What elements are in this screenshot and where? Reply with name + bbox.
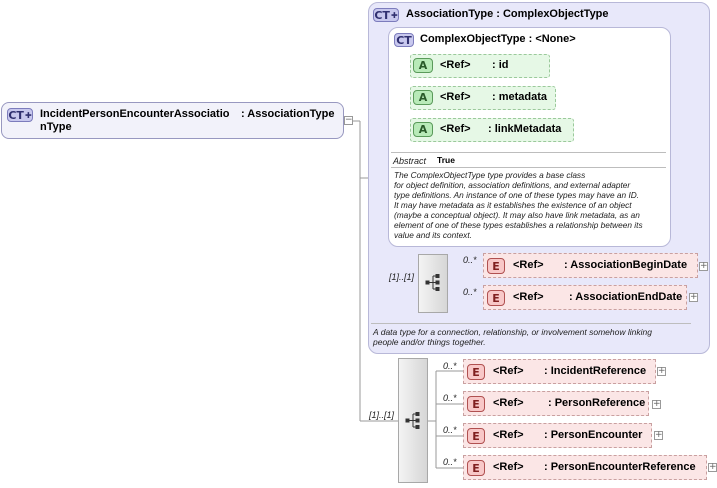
expand-toggle[interactable]: + <box>689 292 698 302</box>
complex-object-type-documentation: The ComplexObjectType type provides a ba… <box>394 170 643 240</box>
element-ref: <Ref> <box>513 259 544 271</box>
attribute-id[interactable] <box>410 54 550 78</box>
root-complex-type[interactable] <box>1 102 344 139</box>
element-cardinality: 0..* <box>463 255 477 265</box>
abstract-label: Abstract <box>393 156 427 166</box>
expand-toggle[interactable]: + <box>657 366 666 376</box>
attribute-ref: <Ref> <box>440 59 471 71</box>
element-incident-reference[interactable] <box>463 359 656 384</box>
divider <box>371 323 691 324</box>
element-name: : AssociationEndDate <box>569 291 683 303</box>
sequence-icon <box>425 274 440 291</box>
attribute-name: : id <box>492 59 509 71</box>
sequence-cardinality: [1]..[1] <box>369 410 395 420</box>
attribute-ref: <Ref> <box>440 123 471 135</box>
association-type-title: AssociationType : ComplexObjectType <box>406 8 609 20</box>
element-name: : PersonEncounter <box>544 429 643 441</box>
attribute-metadata[interactable] <box>410 86 556 110</box>
element-icon: E <box>467 460 485 476</box>
expand-toggle[interactable]: + <box>652 399 661 409</box>
element-association-begin-date[interactable] <box>483 253 698 278</box>
divider <box>391 152 666 153</box>
element-icon: E <box>487 290 505 306</box>
element-icon: E <box>487 258 505 274</box>
element-icon: E <box>467 364 485 380</box>
element-person-encounter-reference[interactable] <box>463 455 707 480</box>
complex-type-icon: CT <box>394 33 414 47</box>
sequence-cardinality: [1]..[1] <box>389 272 415 282</box>
sequence-icon <box>405 412 420 429</box>
complex-type-icon: CT✚ <box>7 108 33 122</box>
collapse-toggle[interactable]: − <box>344 115 353 125</box>
element-ref: <Ref> <box>493 461 524 473</box>
attribute-icon: A <box>413 90 433 105</box>
divider <box>391 167 666 168</box>
element-ref: <Ref> <box>493 429 524 441</box>
root-base-type: : AssociationType <box>241 108 335 120</box>
attribute-name: : metadata <box>492 91 548 103</box>
complex-type-icon: CT✚ <box>373 8 399 22</box>
element-ref: <Ref> <box>493 397 524 409</box>
association-type-documentation: A data type for a connection, relationsh… <box>373 327 652 347</box>
element-association-end-date[interactable] <box>483 285 687 310</box>
element-cardinality: 0..* <box>463 287 477 297</box>
element-cardinality: 0..* <box>443 425 457 435</box>
element-name: : IncidentReference <box>544 365 647 377</box>
element-ref: <Ref> <box>513 291 544 303</box>
root-type-name-line1: IncidentPersonEncounterAssociatio <box>40 108 230 120</box>
element-cardinality: 0..* <box>443 393 457 403</box>
abstract-value: True <box>437 155 455 165</box>
element-cardinality: 0..* <box>443 457 457 467</box>
element-person-encounter[interactable] <box>463 423 652 448</box>
element-icon: E <box>467 396 485 412</box>
element-name: : PersonEncounterReference <box>544 461 696 473</box>
expand-toggle[interactable]: + <box>708 462 717 472</box>
attribute-name: : linkMetadata <box>488 123 562 135</box>
attribute-icon: A <box>413 58 433 73</box>
element-icon: E <box>467 428 485 444</box>
expand-toggle[interactable]: + <box>699 261 708 271</box>
attribute-linkmetadata[interactable] <box>410 118 574 142</box>
element-name: : AssociationBeginDate <box>564 259 688 271</box>
element-ref: <Ref> <box>493 365 524 377</box>
expand-toggle[interactable]: + <box>654 430 663 440</box>
attribute-icon: A <box>413 122 433 137</box>
root-type-name-line2: nType <box>40 121 72 133</box>
element-person-reference[interactable] <box>463 391 649 416</box>
complex-object-type-title: ComplexObjectType : <None> <box>420 33 576 45</box>
element-cardinality: 0..* <box>443 361 457 371</box>
element-name: : PersonReference <box>548 397 646 409</box>
attribute-ref: <Ref> <box>440 91 471 103</box>
